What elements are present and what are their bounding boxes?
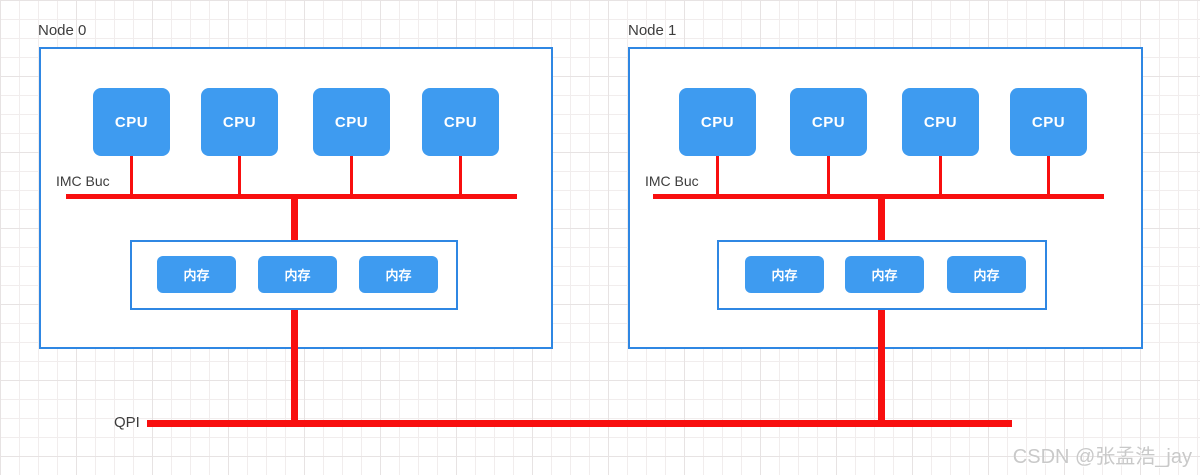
cpu-bus-connector-line xyxy=(939,156,942,196)
cpu-block: CPU xyxy=(313,88,390,156)
cpu-block: CPU xyxy=(790,88,867,156)
memory-block: 内存 xyxy=(745,256,824,293)
cpu-block: CPU xyxy=(93,88,170,156)
cpu-block: CPU xyxy=(1010,88,1087,156)
memory-block: 内存 xyxy=(258,256,337,293)
cpu-bus-connector-line xyxy=(1047,156,1050,196)
cpu-bus-connector-line xyxy=(130,156,133,196)
memory-block: 内存 xyxy=(359,256,438,293)
imc-bus-label: IMC Buc xyxy=(56,173,110,189)
cpu-bus-connector-line xyxy=(459,156,462,196)
cpu-bus-connector-line xyxy=(350,156,353,196)
cpu-block: CPU xyxy=(422,88,499,156)
cpu-block: CPU xyxy=(679,88,756,156)
node1-label: Node 1 xyxy=(628,22,677,39)
cpu-bus-connector-line xyxy=(827,156,830,196)
imc-bus-label: IMC Buc xyxy=(645,173,699,189)
qpi-label: QPI xyxy=(114,414,140,431)
memory-block: 内存 xyxy=(845,256,924,293)
cpu-bus-connector-line xyxy=(716,156,719,196)
memory-block: 内存 xyxy=(947,256,1026,293)
node0-label: Node 0 xyxy=(38,22,87,39)
bus-memory-connector-line xyxy=(291,194,298,242)
memory-qpi-connector-line xyxy=(291,310,298,427)
qpi-bus-line xyxy=(147,420,1012,427)
cpu-block: CPU xyxy=(902,88,979,156)
watermark: CSDN @张孟浩_jay xyxy=(1012,446,1192,468)
cpu-block: CPU xyxy=(201,88,278,156)
memory-qpi-connector-line xyxy=(878,310,885,427)
memory-block: 内存 xyxy=(157,256,236,293)
bus-memory-connector-line xyxy=(878,194,885,242)
cpu-bus-connector-line xyxy=(238,156,241,196)
